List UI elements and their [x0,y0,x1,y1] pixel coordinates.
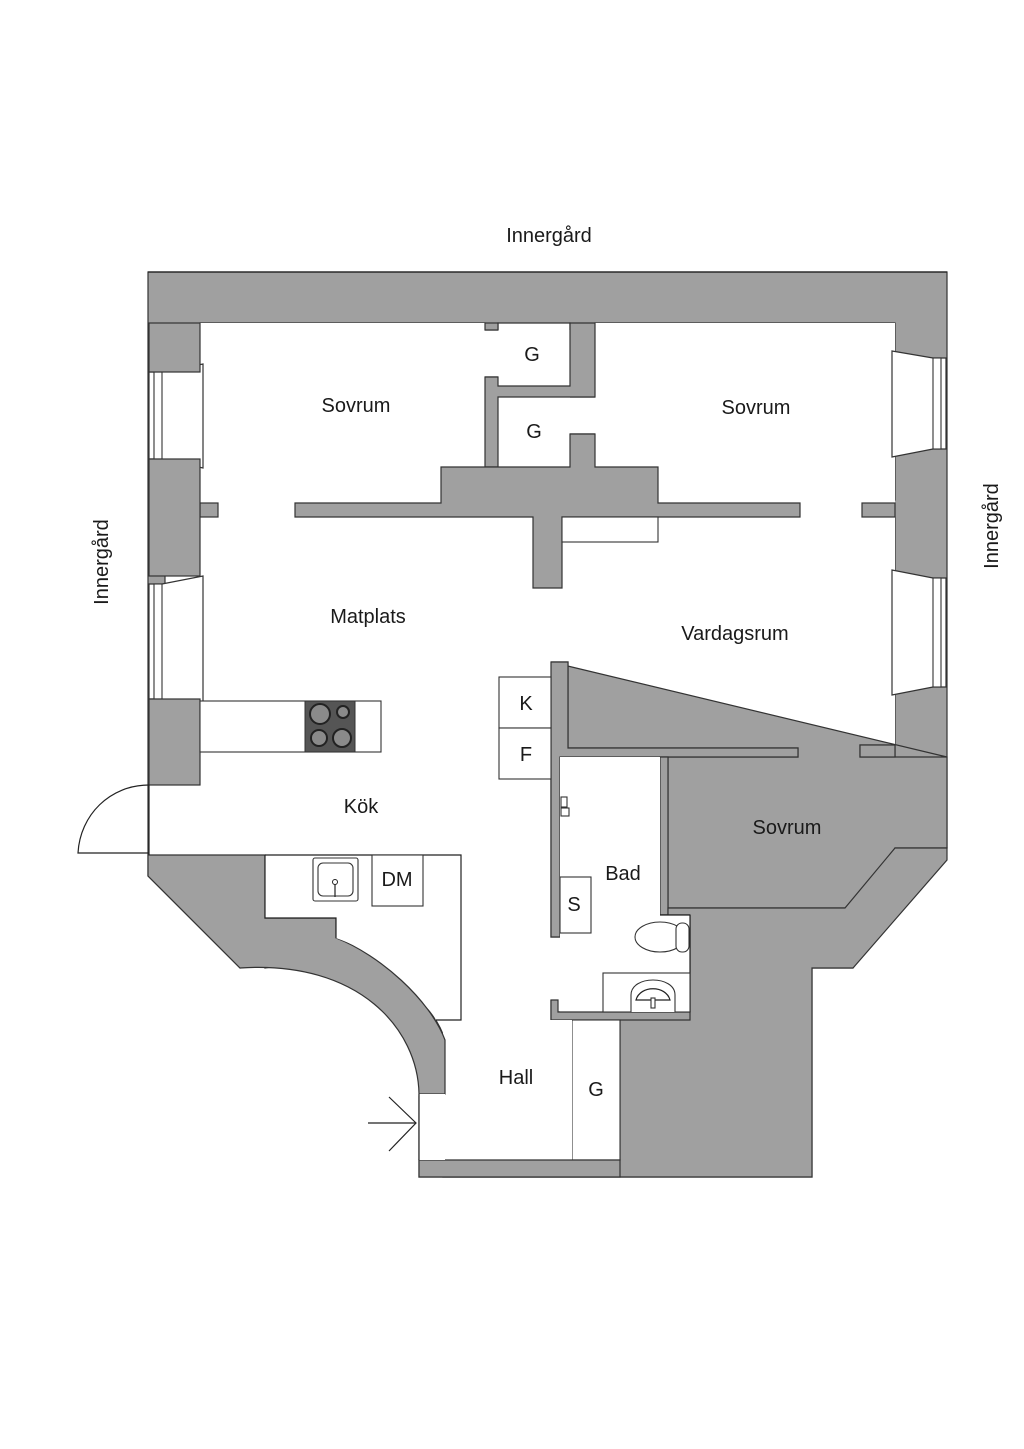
window-right-2 [891,569,947,696]
window-right-1 [891,350,947,458]
label-sovrum-nw: Sovrum [322,395,391,417]
wall-left-mid [148,458,201,577]
label-sovrum-se: Sovrum [753,817,822,839]
label-freezer: F [520,744,532,766]
hall-bottom-wall [418,1159,621,1178]
label-washer: S [567,894,580,916]
closet-2-area [498,397,570,467]
label-innergard-left: Innergård [91,519,113,605]
toilet-icon [634,921,690,953]
shower-icon [560,796,570,817]
label-innergard-top: Innergård [506,225,592,247]
dishwasher-box [371,854,424,907]
label-closet-2: G [526,421,542,443]
washer-box [559,876,592,934]
burner-icon [309,703,352,748]
label-closet-hall: G [588,1079,604,1101]
label-dishwasher: DM [381,869,412,891]
wall-left-top [148,322,201,373]
window-left-1 [148,363,204,469]
label-fridge: K [519,693,533,715]
label-sovrum-ne: Sovrum [722,397,791,419]
label-vardagsrum: Vardagsrum [681,623,788,645]
wall-stub [484,322,499,331]
label-closet-1: G [524,344,540,366]
wall-stub-left [199,502,219,518]
closet-1-area [498,330,570,386]
label-kok: Kök [344,796,379,818]
washbasin-icon [602,972,691,1013]
hall-closet [571,1019,621,1161]
shelf [561,516,659,543]
entrance-arrow-icon [368,1096,417,1152]
label-matplats: Matplats [330,606,406,628]
label-hall: Hall [499,1067,533,1089]
wall-stub-right [861,502,896,518]
label-bad: Bad [605,863,641,885]
room-sovrum-nw [200,323,485,503]
wall-stub-right-2 [859,744,896,758]
window-left-2 [148,575,204,709]
wall-left-kitchen [148,698,201,786]
balcony-door [77,784,150,854]
freezer-box [498,727,552,780]
central-wall [294,433,801,589]
sink-icon [312,857,359,902]
label-innergard-right: Innergård [981,483,1003,569]
